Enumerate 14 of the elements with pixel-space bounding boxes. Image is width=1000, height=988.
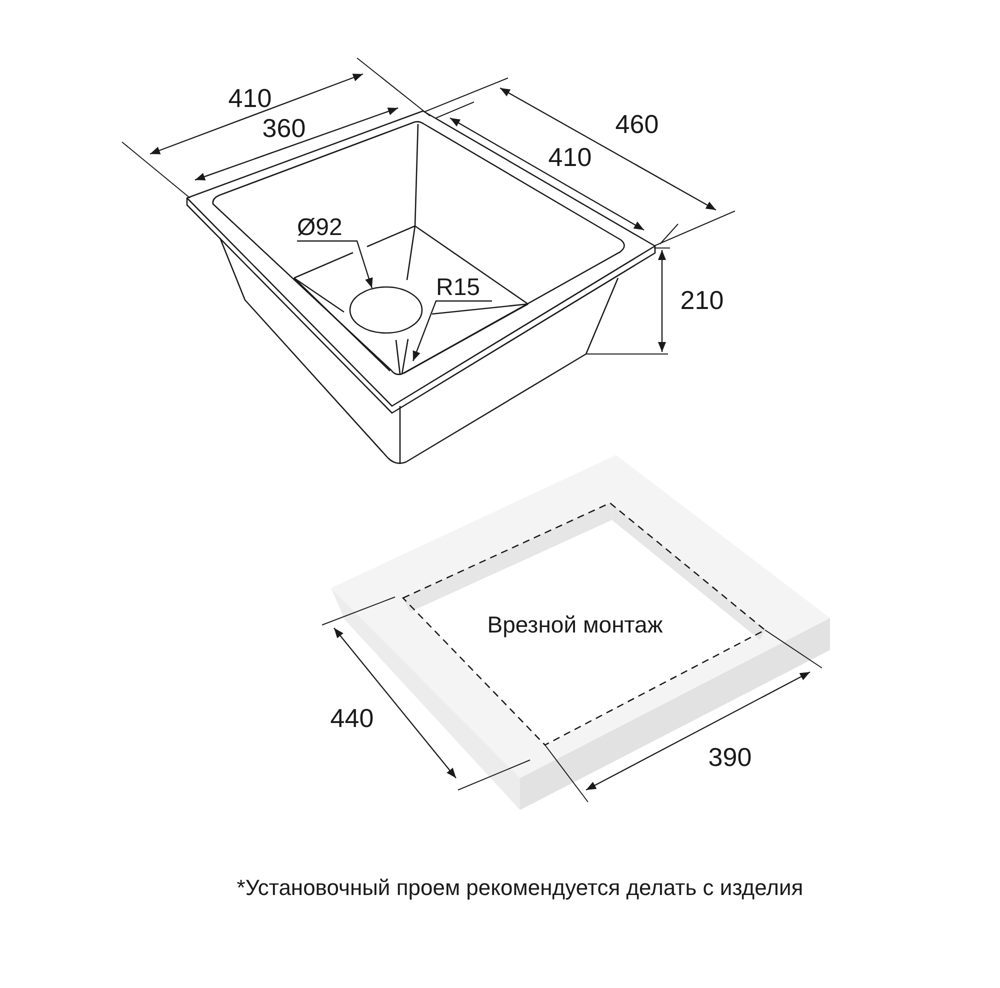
- dimension-label: 410: [228, 85, 272, 111]
- footnote-text: *Установочный проем рекомендуется делать с изделия: [236, 877, 804, 899]
- drain-hole: [349, 286, 423, 334]
- leader-line: [412, 300, 492, 362]
- radius-label: R15: [436, 276, 492, 301]
- area-label: Врезной монтаж: [487, 614, 663, 636]
- dimension-label: Ø92: [297, 216, 357, 241]
- dimension-label: 460: [615, 111, 659, 137]
- dimension-label: 390: [708, 744, 752, 770]
- dimension-label: 360: [262, 115, 306, 141]
- dimension-label: 210: [680, 287, 724, 313]
- leader-line: [297, 240, 373, 288]
- dimension-label: 440: [330, 705, 374, 731]
- dimension-label: 410: [548, 144, 592, 170]
